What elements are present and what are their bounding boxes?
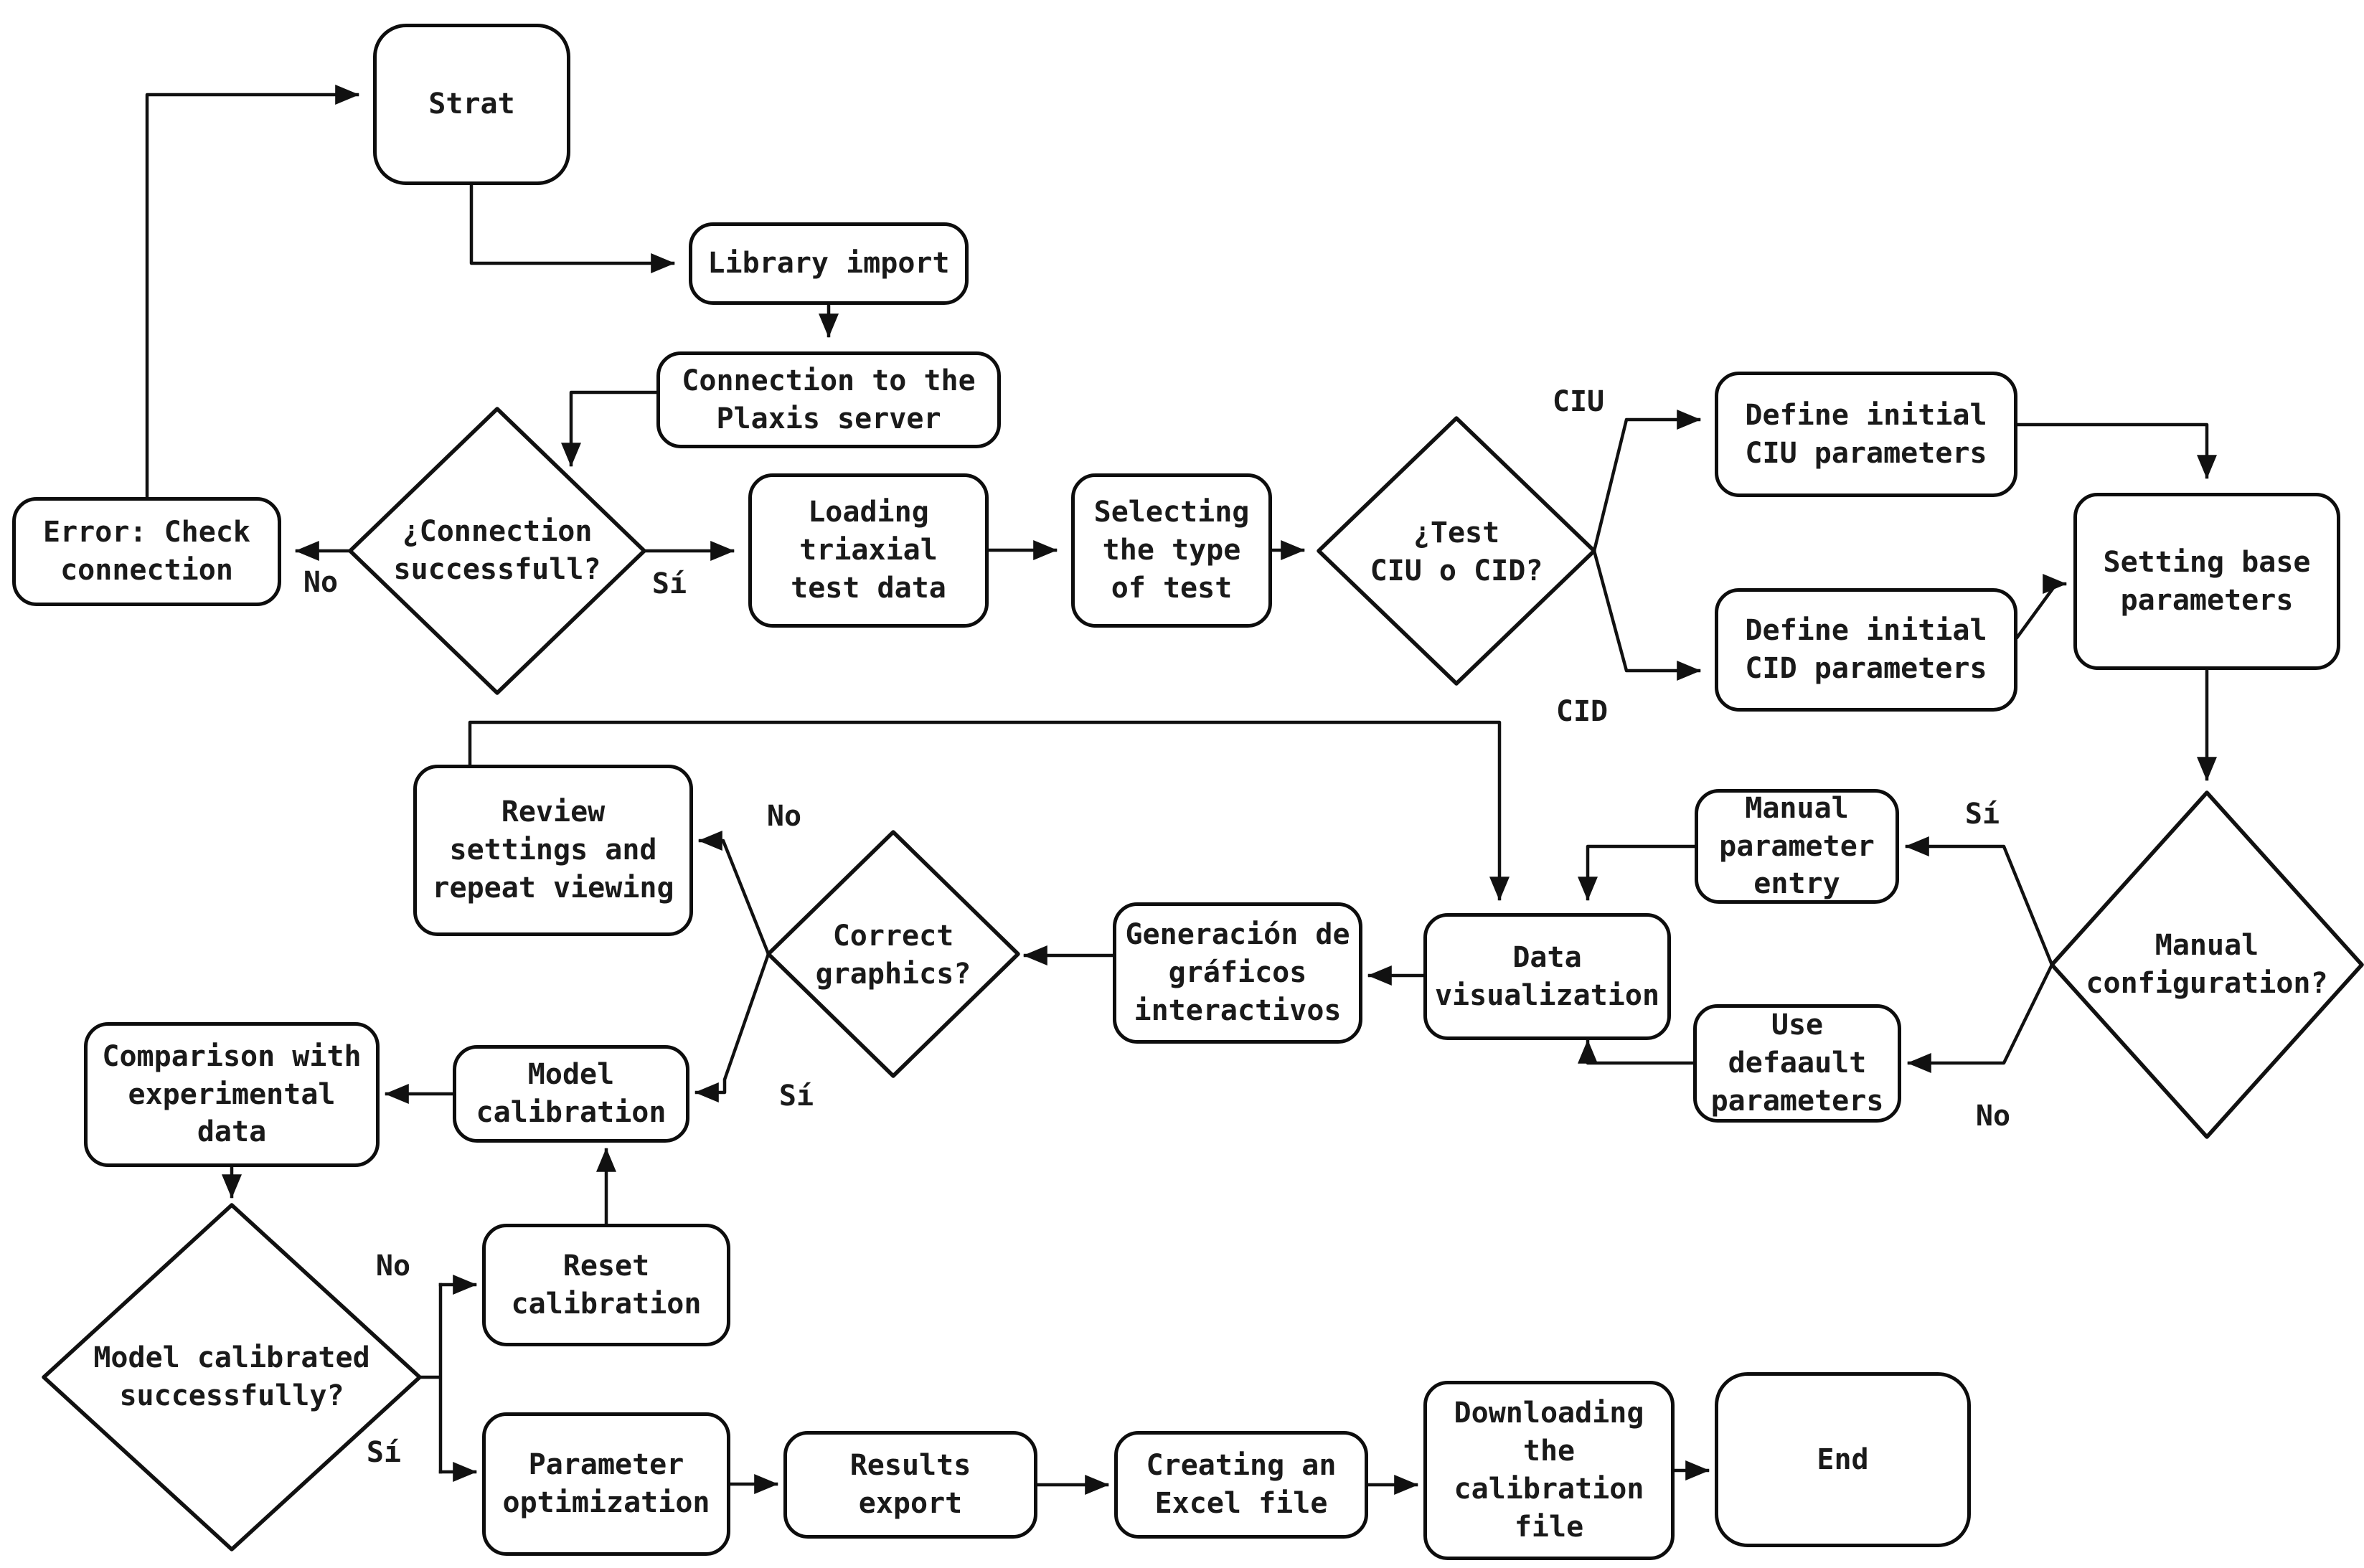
node-end: End [1715, 1372, 1971, 1547]
manual-config-decision-label: Manual configuration? [2086, 929, 2328, 1000]
manual-config-decision-diamond [2050, 790, 2364, 1139]
node-use-default-parameters: Use defaault parameters [1693, 1004, 1901, 1123]
edge-define-cid-to-setting [2015, 574, 2067, 640]
node-define-cid-parameters: Define initial CID parameters [1715, 588, 2017, 712]
edge-label-test-ciu: CIU [1548, 385, 1609, 418]
model-calibrated-decision-diamond [42, 1203, 422, 1552]
node-setting-base-parameters: Setting base parameters [2073, 493, 2340, 670]
correct-graphics-decision-diamond [766, 830, 1020, 1078]
edge-test-cid-to-define-cid [1592, 549, 1701, 681]
node-error-check-connection: Error: Check connection [12, 497, 281, 606]
correct-graphics-decision-label: Correct graphics? [815, 920, 971, 991]
node-creating-excel-file: Creating an Excel file [1114, 1431, 1368, 1539]
edge-manual-yes-to-entry [1905, 836, 2054, 967]
edge-label-manual-no: No [1971, 1100, 2015, 1133]
node-manual-parameter-entry: Manual parameter entry [1695, 789, 1899, 904]
edge-plaxis-to-connection-decision [561, 390, 659, 467]
node-define-ciu-parameters: Define initial CIU parameters [1715, 372, 2017, 497]
edge-entry-to-dataviz [1578, 844, 1697, 901]
node-results-export: Results export [783, 1431, 1037, 1539]
edge-label-manual-yes: Sí [1960, 798, 2005, 831]
node-comparison-experimental: Comparison with experimental data [84, 1022, 380, 1167]
node-reset-calibration: Reset calibration [482, 1224, 730, 1346]
edge-manual-no-to-default [1907, 962, 2055, 1073]
edge-label-test-cid: CID [1551, 695, 1613, 728]
node-data-visualization: Data visualization [1423, 913, 1671, 1040]
node-download-calibration: Downloading the calibration file [1423, 1381, 1675, 1560]
connection-decision-diamond [348, 407, 646, 695]
node-parameter-optimization: Parameter optimization [482, 1412, 730, 1556]
edge-graphics-no-to-review [698, 831, 771, 956]
test-type-decision-label: ¿Test CIU o CID? [1370, 516, 1543, 587]
edge-label-connection-yes: Sí [647, 567, 692, 600]
edge-start-to-library [469, 183, 675, 273]
node-select-test-type: Selecting the type of test [1071, 473, 1272, 628]
node-loading-triaxial-data: Loading triaxial test data [748, 473, 989, 628]
edge-label-calibrated-yes: Sí [362, 1436, 406, 1469]
edge-define-ciu-to-setting [2015, 422, 2217, 479]
model-calibrated-decision-label: Model calibrated successfully? [93, 1341, 370, 1412]
edge-label-calibrated-no: No [371, 1250, 415, 1283]
edge-label-graphics-no: No [762, 800, 806, 833]
node-model-calibration: Model calibration [453, 1045, 689, 1143]
edge-graphics-yes-to-modelcal [694, 952, 771, 1102]
edge-label-connection-no: No [298, 566, 343, 599]
connection-decision-label: ¿Connection successfull? [393, 515, 601, 586]
edge-test-ciu-to-define-ciu [1592, 410, 1701, 553]
edge-review-feedback-to-dataviz [468, 720, 1510, 901]
node-start: Strat [373, 24, 570, 185]
node-library-import: Library import [689, 222, 969, 305]
node-plaxis-connection: Connection to the Plaxis server [656, 351, 1001, 448]
node-review-settings: Review settings and repeat viewing [413, 765, 693, 936]
edge-label-graphics-yes: Sí [774, 1080, 819, 1113]
edge-calibrated-branch-stem [418, 1283, 443, 1474]
edge-default-to-dataviz [1578, 1039, 1695, 1065]
node-interactive-graphics: Generación de gráficos interactivos [1113, 902, 1362, 1044]
edge-error-to-start [145, 85, 359, 499]
test-type-decision-diamond [1317, 416, 1596, 686]
